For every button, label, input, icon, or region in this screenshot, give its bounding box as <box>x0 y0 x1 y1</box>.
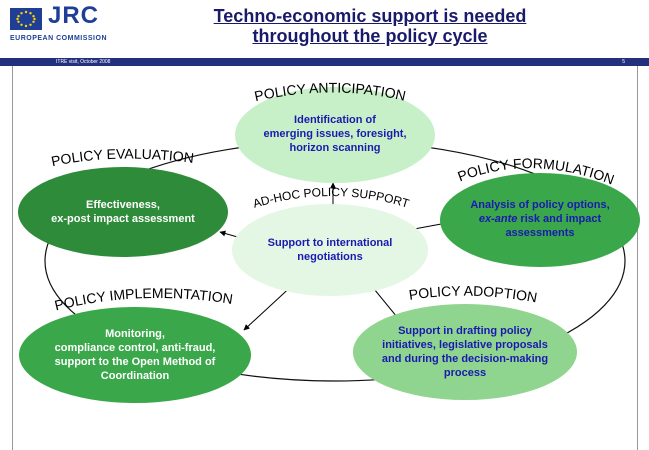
node-anticipation <box>235 87 435 183</box>
node-implementation <box>19 307 251 403</box>
european-commission-label: EUROPEAN COMMISSION <box>10 35 108 42</box>
implementation-line1: Monitoring, <box>105 328 165 340</box>
center-line1: Support to international <box>267 237 393 249</box>
slide-title-line2: throughout the policy cycle <box>252 26 488 46</box>
adoption-line2: initiatives, legislative proposals <box>382 339 548 351</box>
eu-flag-icon <box>10 8 42 30</box>
stage-label-adoption: POLICY ADOPTION <box>408 283 539 306</box>
formulation-line2-italic: ex-ante <box>478 213 518 225</box>
evaluation-line2: ex-post impact assessment <box>51 213 195 225</box>
formulation-line2: ex-ante risk and impact <box>448 212 632 226</box>
node-text-center: Support to international negotiations <box>238 236 422 264</box>
meta-text: ITRE visit, October 2008 <box>56 59 111 65</box>
slide-header: JRC EUROPEAN COMMISSION Techno-economic … <box>0 0 649 58</box>
header-bar: ITRE visit, October 2008 5 <box>0 58 649 66</box>
node-formulation <box>440 173 640 267</box>
anticipation-line1: Identification of <box>294 114 376 126</box>
node-text-evaluation: Effectiveness, ex-post impact assessment <box>20 198 226 226</box>
node-text-implementation: Monitoring, compliance control, anti-fra… <box>25 327 245 383</box>
anticipation-line2: emerging issues, foresight, <box>263 128 407 140</box>
node-adoption <box>353 304 577 400</box>
node-text-formulation: Analysis of policy options, ex-ante risk… <box>448 198 632 240</box>
node-evaluation <box>18 167 228 257</box>
adoption-line4: process <box>443 367 487 379</box>
formulation-line2-rest: risk and impact <box>517 213 602 225</box>
stage-label-evaluation: POLICY EVALUATION <box>50 146 195 170</box>
node-center <box>232 204 428 296</box>
evaluation-line1: Effectiveness, <box>86 199 160 211</box>
adoption-line3: and during the decision-making <box>381 353 549 365</box>
adoption-line1: Support in drafting policy <box>398 325 532 337</box>
center-line2: negotiations <box>297 251 363 263</box>
node-text-anticipation: Identification of emerging issues, fores… <box>240 113 430 155</box>
anticipation-line3: horizon scanning <box>289 142 381 154</box>
implementation-line3: support to the Open Method of <box>54 356 216 368</box>
implementation-line2: compliance control, anti-fraud, <box>54 342 216 354</box>
content-frame <box>12 66 638 450</box>
slide-title-line1: Techno-economic support is needed <box>213 6 527 26</box>
implementation-line4: Coordination <box>100 370 170 382</box>
formulation-line1: Analysis of policy options, <box>470 199 610 211</box>
page-number: 5 <box>622 59 625 65</box>
formulation-line3: assessments <box>505 227 575 239</box>
node-text-adoption: Support in drafting policy initiatives, … <box>360 324 570 380</box>
slide-title: Techno-economic support is needed throug… <box>160 6 580 46</box>
jrc-logo-text: JRC <box>48 2 100 29</box>
